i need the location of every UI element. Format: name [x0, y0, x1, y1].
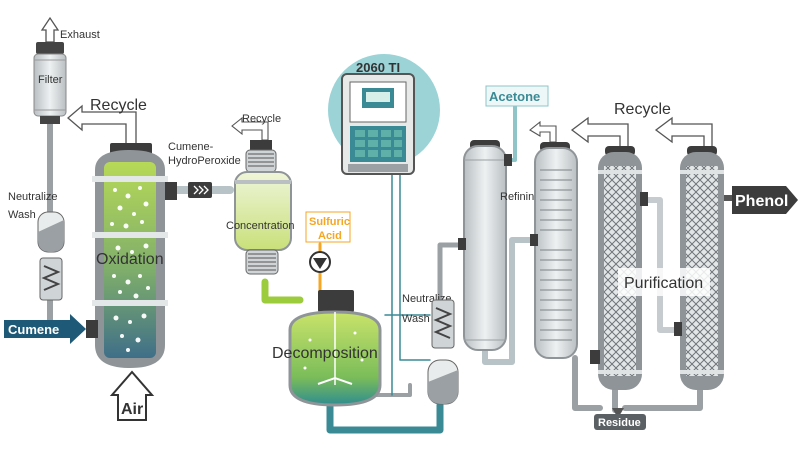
refining-column-1: [458, 140, 512, 351]
instrument-label: 2060 TI: [356, 60, 400, 75]
filter-label: Filter: [38, 74, 63, 86]
wash-vessel-mid: [427, 299, 459, 405]
recycle-oxidizer-label: Recycle: [90, 97, 147, 114]
acetone-box: [485, 85, 549, 107]
refining-column-2: [529, 120, 578, 359]
oxidation-vessel: [86, 143, 177, 368]
exhaust-arrow: [40, 16, 60, 43]
refining-label: Refining: [500, 191, 540, 203]
wash-vessel-left: [37, 211, 65, 301]
phenol-label: Phenol: [735, 193, 788, 210]
air-label: Air: [121, 401, 143, 418]
neutralize-mid-label-2: Wash: [402, 313, 430, 325]
concentration-vessel: [234, 140, 292, 275]
pipe-decomp-wash: [326, 394, 444, 434]
purification-label-bg: [618, 268, 710, 296]
pump-icon: [309, 251, 331, 273]
filter-unit: [33, 42, 67, 124]
decomposition-vessel: [288, 290, 382, 407]
sulfuric-label-1: Sulfuric: [309, 216, 350, 228]
pipe-col2-col3: [572, 355, 603, 411]
recycle-small-label: Recycle: [242, 113, 281, 125]
neutralize-left-label-2: Wash: [8, 209, 36, 221]
pipe-acetone: [508, 103, 517, 162]
sulfuric-label-2: Acid: [318, 230, 342, 242]
pipe-conc-decomp: [261, 278, 304, 304]
recycle-right-label: Recycle: [614, 101, 671, 118]
cumene-label: Cumene: [8, 322, 59, 337]
oxidation-label: Oxidation: [96, 251, 164, 268]
neutralize-left-label-1: Neutralize: [8, 191, 58, 203]
instrument-line-2: [399, 174, 431, 361]
residue-label: Residue: [598, 417, 641, 429]
cumene-hp-label-2: HydroPeroxide: [168, 155, 241, 167]
pipe-col3-col4: [637, 197, 683, 333]
purification-label: Purification: [624, 275, 703, 292]
cumene-input-arrow: [4, 314, 86, 344]
acetone-label: Acetone: [489, 89, 540, 104]
decomposition-label: Decomposition: [272, 345, 378, 362]
concentration-label: Concentration: [226, 220, 295, 232]
pipe-col1-col2: [482, 237, 538, 365]
instrument-panel: [328, 54, 440, 175]
phenol-output-arrow: [732, 186, 798, 214]
pipe-decomp-mid: [368, 383, 412, 397]
air-input-arrow: [109, 370, 155, 421]
sulfuric-acid-box: [305, 211, 351, 243]
residue-output: [594, 408, 646, 430]
heat-exchanger: [188, 182, 212, 198]
exhaust-label: Exhaust: [60, 29, 100, 41]
pipe-col4-residue: [622, 385, 703, 411]
recycle-arrows-right: [570, 116, 713, 149]
cumene-hp-label-1: Cumene-: [168, 141, 214, 153]
